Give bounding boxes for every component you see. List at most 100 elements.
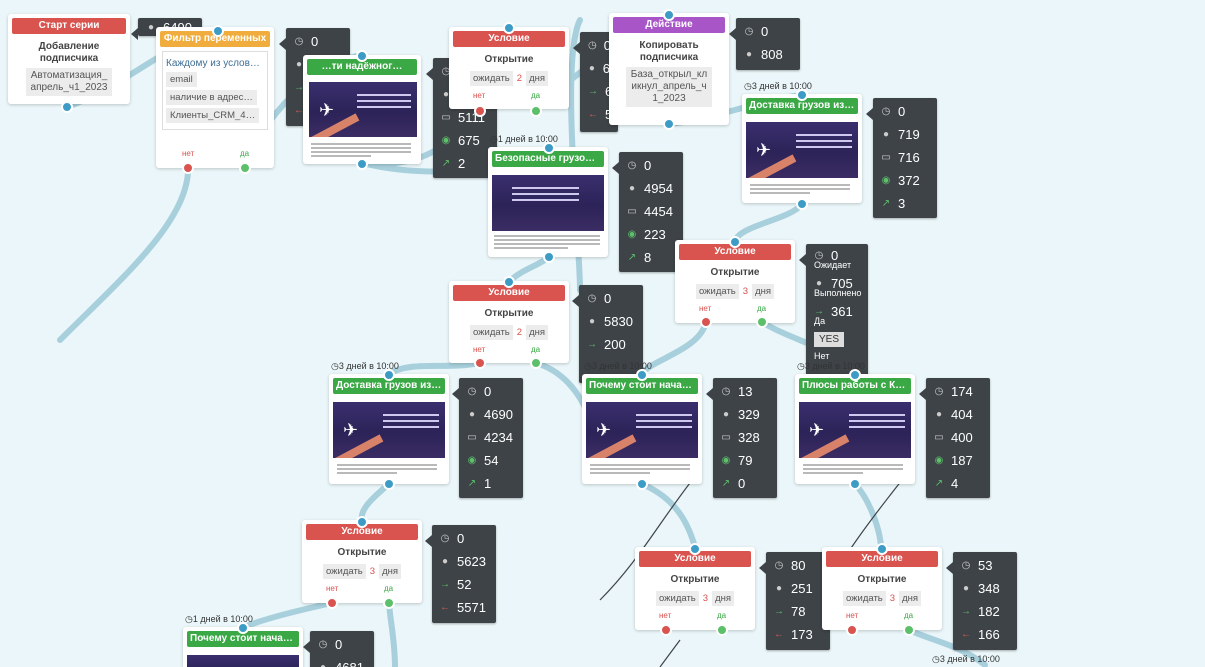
input-port[interactable] — [503, 276, 515, 288]
action-node[interactable]: Действие Копировать подписчика База_откр… — [609, 13, 729, 125]
variable-filter-node[interactable]: Фильтр переменных Каждому из услов… emai… — [156, 27, 274, 168]
email-thumbnail: ✈ — [586, 402, 698, 458]
stat-value: 174 — [951, 384, 973, 399]
yes-port[interactable] — [716, 624, 728, 636]
input-port[interactable] — [636, 369, 648, 381]
output-port[interactable] — [61, 101, 73, 113]
check-icon: ● — [588, 316, 596, 327]
no-port[interactable] — [474, 105, 486, 117]
input-port[interactable] — [663, 9, 675, 21]
filter-chip: email — [166, 72, 197, 87]
yes-port[interactable] — [383, 597, 395, 609]
eye-icon: ◉ — [467, 455, 477, 466]
stat-value: 4234 — [484, 430, 513, 445]
input-port[interactable] — [383, 369, 395, 381]
yes-port[interactable] — [756, 316, 768, 328]
check-icon: ● — [442, 89, 450, 100]
stat-value: 6 — [605, 84, 612, 100]
email-text-preview — [494, 235, 600, 251]
wait-unit: дня — [899, 591, 921, 606]
no-port[interactable] — [326, 597, 338, 609]
input-port[interactable] — [356, 50, 368, 62]
email-node[interactable]: Плюсы работы с Ки… ✈ — [795, 374, 915, 484]
check-icon: ● — [147, 22, 155, 33]
output-port[interactable] — [543, 251, 555, 263]
check-icon: ● — [962, 583, 970, 594]
stat-caption: Нет — [814, 351, 830, 361]
start-series-node[interactable]: Старт серии Добавление подписчика Автома… — [8, 14, 130, 104]
input-port[interactable] — [356, 516, 368, 528]
filter-chip: Клиенты_CRM_4… — [166, 108, 260, 123]
no-port[interactable] — [700, 316, 712, 328]
wait-label: ожидать — [843, 591, 886, 606]
email-thumbnail: ✈ — [333, 402, 445, 458]
input-port[interactable] — [876, 543, 888, 555]
no-label: нет — [699, 304, 712, 313]
arrow-left-icon: ← — [588, 109, 598, 120]
yes-label: да — [757, 304, 767, 313]
email-node[interactable]: Почему стоит начат… — [183, 627, 303, 667]
check-icon: ● — [815, 278, 823, 289]
input-port[interactable] — [689, 543, 701, 555]
yes-label: да — [240, 149, 250, 158]
filter-chip: наличие в адрес… — [166, 90, 257, 105]
clock-icon: ◷ — [881, 106, 891, 117]
wait-count: 3 — [368, 564, 377, 579]
email-thumbnail: ✈ — [799, 402, 911, 458]
no-port[interactable] — [182, 162, 194, 174]
node-header: Действие — [613, 17, 725, 33]
check-icon: ● — [468, 409, 476, 420]
no-label: нет — [846, 611, 859, 620]
input-port[interactable] — [212, 25, 224, 37]
email-node[interactable]: Безопасные грузопе… — [488, 147, 608, 257]
input-port[interactable] — [237, 622, 249, 634]
clock-icon: ◷ — [318, 639, 328, 650]
no-port[interactable] — [474, 357, 486, 369]
email-node[interactable]: Доставка грузов из … ✈ — [742, 94, 862, 203]
email-thumbnail — [187, 655, 299, 667]
node-subtitle: База_открыл_кликнул_апрель_ч1_2023 — [626, 67, 712, 107]
no-port[interactable] — [660, 624, 672, 636]
output-port[interactable] — [663, 118, 675, 130]
output-port[interactable] — [356, 158, 368, 170]
yes-port[interactable] — [239, 162, 251, 174]
no-label: нет — [326, 584, 339, 593]
click-icon: ↗ — [721, 478, 731, 489]
output-port[interactable] — [849, 478, 861, 490]
output-port[interactable] — [796, 198, 808, 210]
stat-value: 223 — [644, 227, 666, 242]
no-port[interactable] — [846, 624, 858, 636]
filter-rule-link[interactable]: Каждому из услов… — [166, 58, 260, 69]
yes-port[interactable] — [530, 357, 542, 369]
filter-conditions: Каждому из услов… email наличие в адрес…… — [162, 51, 268, 130]
yes-port[interactable] — [530, 105, 542, 117]
clock-icon: ◷ — [627, 160, 637, 171]
stat-caption: Выполнено — [814, 288, 862, 298]
stat-value: 348 — [978, 581, 1000, 596]
input-port[interactable] — [849, 369, 861, 381]
output-port[interactable] — [383, 478, 395, 490]
input-port[interactable] — [796, 89, 808, 101]
email-node[interactable]: Доставка грузов из … ✈ — [329, 374, 449, 484]
stat-value: 173 — [791, 627, 813, 642]
stat-value: 251 — [791, 581, 813, 596]
clock-icon: ◷ — [588, 40, 597, 51]
inbox-icon: ▭ — [467, 432, 477, 443]
stat-caption: Да — [814, 316, 826, 326]
stat-value: 329 — [738, 407, 760, 422]
email-node[interactable]: Почему стоит начат… ✈ — [582, 374, 702, 484]
yes-port[interactable] — [903, 624, 915, 636]
input-port[interactable] — [503, 22, 515, 34]
input-port[interactable] — [729, 236, 741, 248]
output-port[interactable] — [636, 478, 648, 490]
input-port[interactable] — [543, 142, 555, 154]
email-node[interactable]: …ти надёжног… ✈ — [303, 55, 421, 164]
stat-value: 0 — [311, 34, 319, 49]
